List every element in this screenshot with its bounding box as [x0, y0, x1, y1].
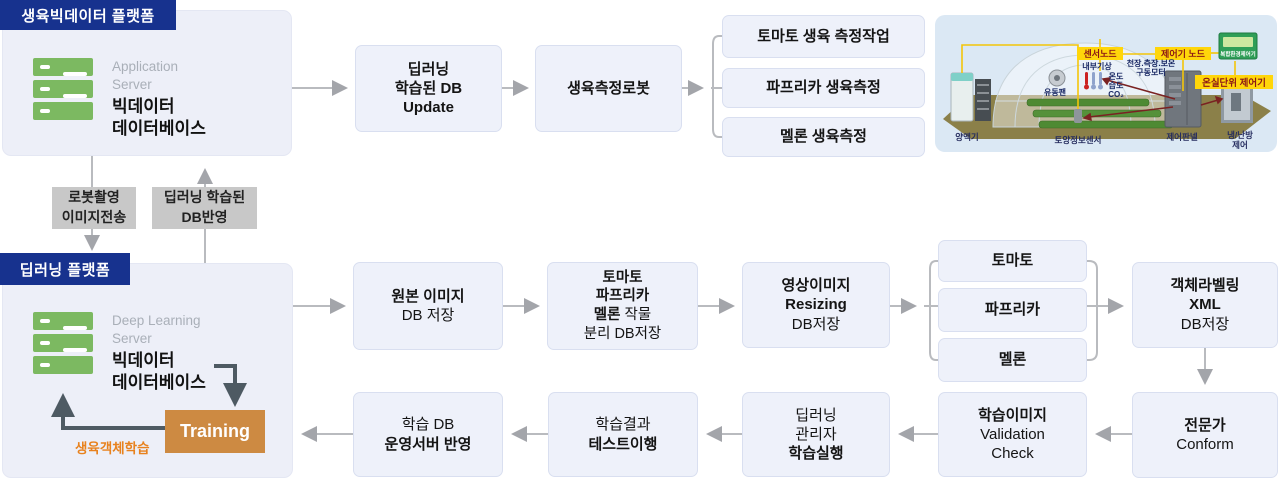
unit-controller-label: 온실단위 제어기 — [1202, 77, 1266, 89]
motor-label: 천장.측장.보온 — [1127, 58, 1176, 68]
trained-db-apply-label: 딥러닝 학습된 DB반영 — [152, 187, 257, 229]
server-type-line: Application — [112, 59, 179, 74]
controller-node-label: 제어기 노드 — [1161, 48, 1206, 59]
server-name-line: 데이터베이스 — [112, 119, 206, 139]
node-original-image: 원본 이미지 DB 저장 — [353, 262, 503, 350]
node-learning-execute: 딥러닝 관리자 학습실행 — [742, 392, 890, 477]
server-type-line: Server — [112, 330, 152, 346]
node-paprika: 파프리카 — [938, 288, 1087, 332]
temp-label: 온도 — [1109, 72, 1124, 81]
node-crop-separation: 토마토 파프리카 멜론 작물 분리 DB저장 — [547, 262, 698, 350]
training-box: Training — [165, 410, 265, 453]
node-deploy-db: 학습 DB 운영서버 반영 — [353, 392, 503, 477]
sensor-node-label: 센서노드 — [1083, 48, 1117, 59]
deep-learning-server: Deep Learning Server 빅데이터 데이터베이스 — [33, 312, 283, 394]
node-measure-robot: 생육측정로봇 — [535, 45, 682, 132]
server-stack-icon — [33, 58, 93, 120]
node-test-run: 학습결과 테스트이행 — [548, 392, 698, 477]
device-label: 복합환경제어기 — [1220, 50, 1255, 58]
nutrient-label: 양액기 — [955, 132, 978, 142]
fan-label: 유동팬 — [1044, 87, 1066, 97]
node-image-resizing: 영상이미지 Resizing DB저장 — [742, 262, 890, 348]
hvac-label: 제어 — [1232, 140, 1248, 150]
growth-platform-title: 생육빅데이터 플랫폼 — [0, 0, 176, 30]
node-validation-check: 학습이미지 Validation Check — [938, 392, 1087, 477]
hvac-label: 냉/난방 — [1227, 130, 1253, 140]
robot-image-transfer-label: 로봇촬영 이미지전송 — [52, 187, 136, 229]
node-db-update: 딥러닝 학습된 DB Update — [355, 45, 502, 132]
application-server: Application Server 빅데이터 데이터베이스 — [33, 58, 283, 140]
node-expert-conform: 전문가 Conform — [1132, 392, 1278, 478]
node-tomato: 토마토 — [938, 240, 1087, 282]
growth-object-learning-note: 생육객체학습 — [75, 441, 150, 456]
server-name-line: 빅데이터 — [112, 351, 175, 371]
greenhouse-illustration: 복합환경제어기 센서노드 제어기 노드 온실단위 제어기 내부기상 천장.측장.… — [935, 15, 1277, 152]
co2-label: CO₂ — [1108, 90, 1124, 99]
node-paprika-measure: 파프리카 생육측정 — [722, 68, 925, 108]
server-type-line: Server — [112, 76, 152, 92]
motor-label: 구동모터 — [1136, 67, 1165, 77]
server-type-line: Deep Learning — [112, 313, 201, 328]
node-melon-measure: 멜론 생육측정 — [722, 117, 925, 157]
humidity-label: 습도 — [1109, 80, 1124, 90]
server-name-line: 데이터베이스 — [112, 373, 206, 393]
panel-label: 제어판넬 — [1166, 132, 1197, 142]
server-name-line: 빅데이터 — [112, 97, 175, 117]
inner-weather-label: 내부기상 — [1082, 61, 1112, 71]
node-tomato-measure: 토마토 생육 측정작업 — [722, 15, 925, 58]
node-melon: 멜론 — [938, 338, 1087, 382]
soil-sensor-label: 토양정보센서 — [1055, 135, 1102, 145]
server-stack-icon — [33, 312, 93, 374]
node-object-labeling: 객체라벨링 XML DB저장 — [1132, 262, 1278, 348]
deep-learning-platform-title: 딥러닝 플랫폼 — [0, 253, 130, 285]
